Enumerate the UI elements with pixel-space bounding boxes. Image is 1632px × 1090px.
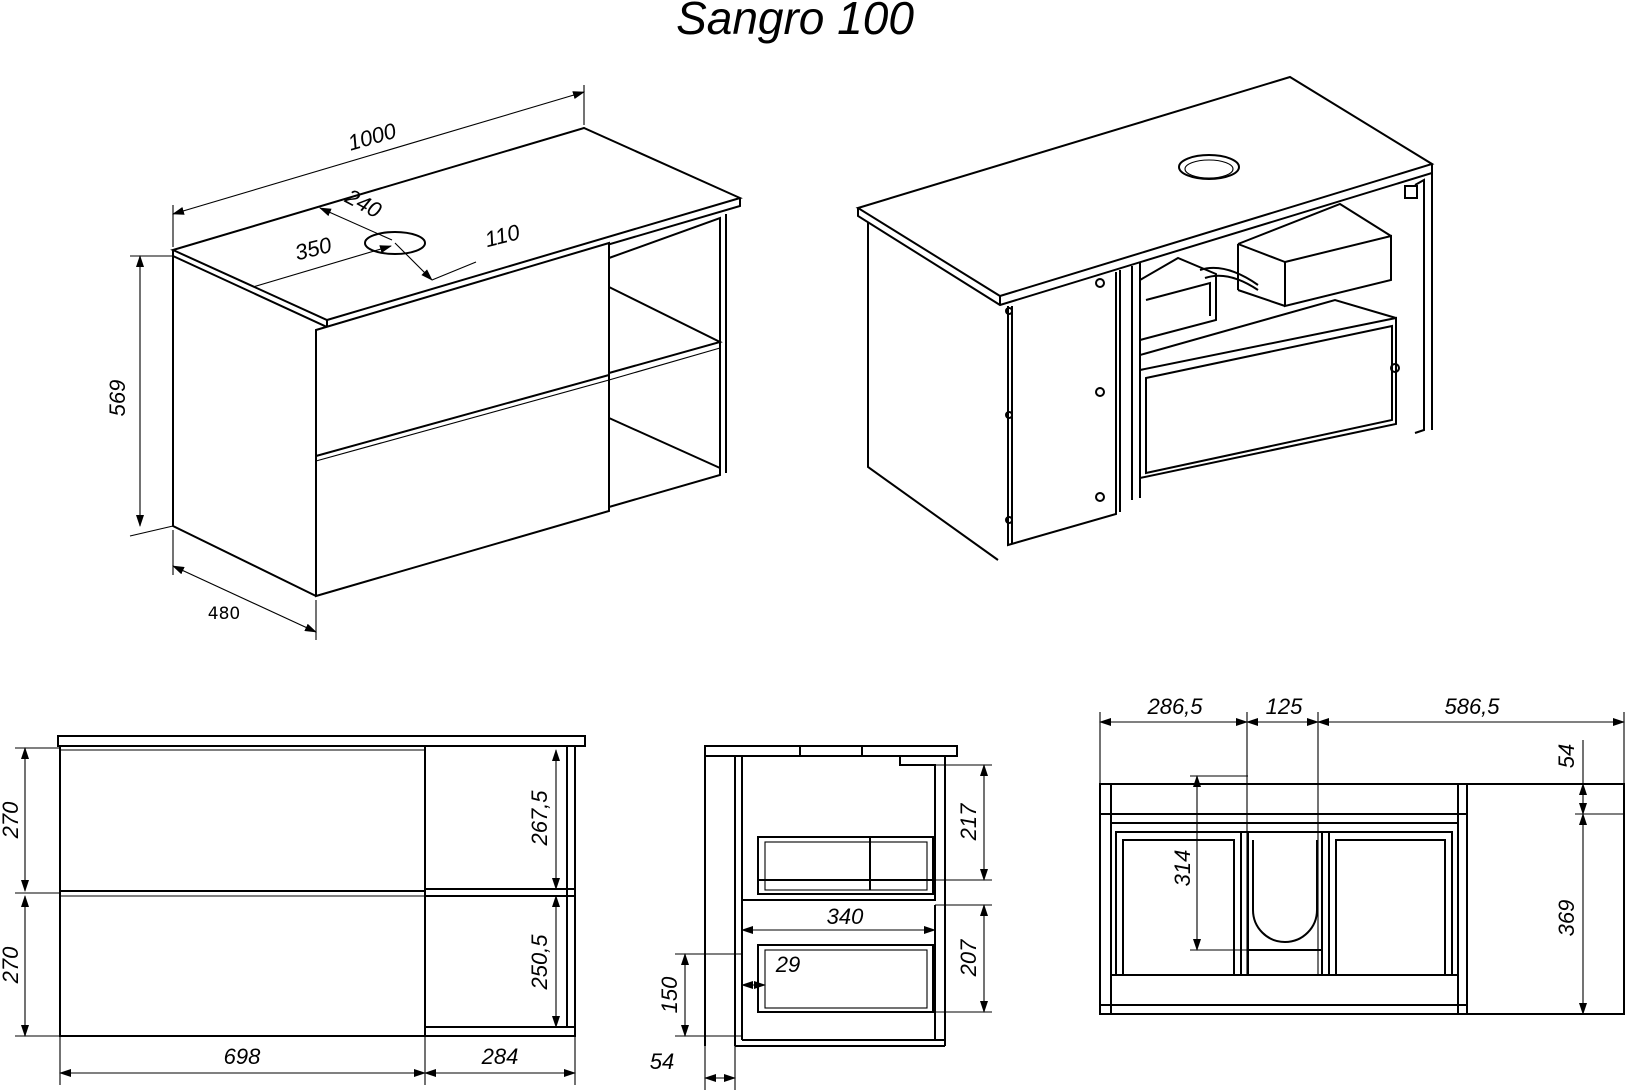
plan-depth: 369 (1554, 900, 1579, 937)
bottom-height: 150 (657, 976, 682, 1013)
drawer-top-height: 270 (0, 801, 23, 839)
drawer-bottom-height: 270 (0, 946, 23, 984)
side-section-view: 217 207 340 29 150 54 (650, 745, 992, 1090)
left-segment-width: 286,5 (1146, 694, 1203, 719)
height-dimension: 569 (105, 380, 130, 417)
drawing-title: Sangro 100 (676, 0, 914, 44)
drawer-width: 698 (224, 1044, 261, 1069)
upper-inner-height: 217 (956, 803, 981, 841)
front-ortho-view: 270 270 267,5 250,5 698 284 (0, 735, 586, 1085)
inner-depth: 340 (827, 904, 864, 929)
cutout-depth: 314 (1170, 850, 1195, 887)
shelf-bottom-height: 250,5 (527, 934, 552, 991)
iso-front-view: 1000 569 480 240 350 110 (105, 85, 743, 640)
lower-inner-height: 207 (956, 939, 981, 977)
top-thickness: 54 (1554, 744, 1579, 768)
width-dimension: 1000 (345, 118, 400, 156)
shelf-width: 284 (481, 1044, 519, 1069)
right-segment-width: 586,5 (1444, 694, 1500, 719)
middle-segment-width: 125 (1266, 694, 1303, 719)
drawer-offset: 29 (775, 952, 800, 977)
shelf-top-height: 267,5 (527, 790, 552, 847)
top-plan-view: 286,5 125 586,5 54 314 369 (1099, 694, 1625, 1015)
front-thickness: 54 (650, 1049, 674, 1074)
iso-back-view (855, 75, 1435, 561)
depth-dimension: 480 (208, 604, 240, 624)
